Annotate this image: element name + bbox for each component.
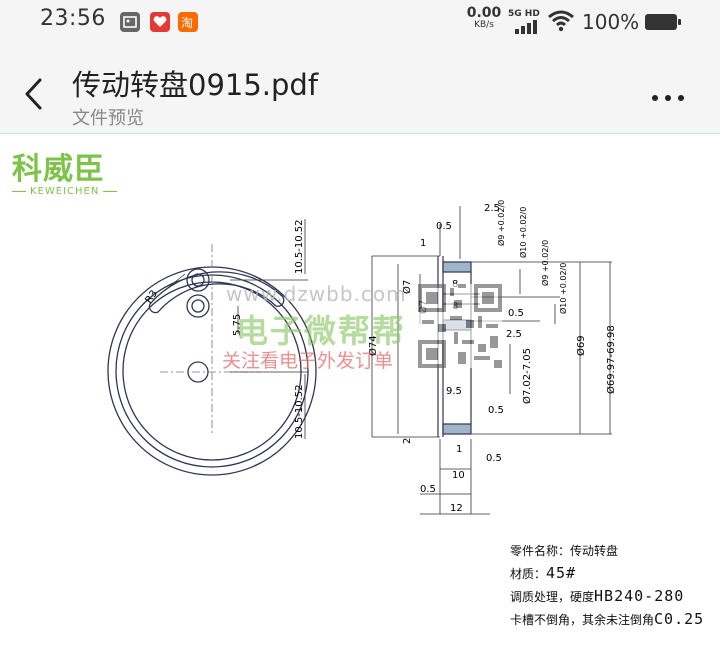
svg-text:2.5: 2.5 — [484, 203, 500, 214]
svg-text:淘: 淘 — [181, 16, 193, 30]
page-subtitle: 文件预览 — [72, 108, 144, 129]
svg-text:2.5: 2.5 — [506, 329, 522, 340]
svg-text:Ø7: Ø7 — [401, 280, 413, 294]
app-bar: 传动转盘0915.pdf 文件预览 — [0, 44, 720, 132]
svg-text:9.5: 9.5 — [446, 386, 462, 397]
back-button[interactable] — [18, 74, 50, 114]
net-speed: 0.00 KB/s — [466, 5, 502, 30]
watermark-subtitle: 关注看电子外发订单 — [222, 350, 394, 372]
svg-text:Ø9 +0.02/0: Ø9 +0.02/0 — [496, 200, 506, 246]
dim-575: 5.75 — [232, 314, 243, 336]
watermark-url: www.dzwbb.com — [226, 282, 407, 306]
logo-en: KEWEICHEN — [30, 186, 100, 197]
signal-icon — [515, 20, 537, 34]
more-vertical-dots-icon — [652, 95, 684, 101]
svg-text:Ø10 +0.02/0: Ø10 +0.02/0 — [518, 207, 528, 258]
back-chevron-icon — [25, 78, 42, 110]
svg-text:0.5: 0.5 — [420, 484, 436, 495]
page-title: 传动转盘0915.pdf — [72, 68, 319, 102]
svg-text:0.5: 0.5 — [488, 405, 504, 416]
dim-bottom-range: 10.5-10.52 — [294, 384, 305, 439]
svg-text:12: 12 — [450, 503, 463, 514]
pdf-page[interactable]: 科威臣 KEWEICHEN — [0, 133, 720, 651]
spec-material: 材质：45# — [510, 564, 577, 582]
battery-percent: 100% — [582, 10, 640, 34]
svg-text:Ø9 +0.02/0: Ø9 +0.02/0 — [540, 240, 550, 286]
battery-icon — [645, 14, 681, 30]
logo-cn: 科威臣 — [12, 152, 105, 187]
svg-text:0.5: 0.5 — [436, 221, 452, 232]
gallery-icon — [120, 12, 140, 32]
network-type: 5G HD — [508, 9, 540, 19]
svg-text:0.5: 0.5 — [486, 453, 502, 464]
taobao-icon: 淘 — [178, 12, 198, 32]
inner-circle — [115, 274, 309, 468]
more-options-button[interactable] — [650, 88, 690, 107]
wifi-icon — [548, 10, 574, 32]
svg-text:10: 10 — [452, 470, 465, 481]
svg-text:1: 1 — [456, 444, 462, 455]
technical-drawing: R3 5.75 10.5-10.52 10.5-10.52 — [107, 200, 617, 515]
qr-code-icon — [418, 284, 502, 368]
status-bar: 23:56 淘 0.00 KB/s 5G HD 100% — [0, 0, 720, 44]
svg-text:2: 2 — [402, 438, 413, 444]
company-logo: 科威臣 KEWEICHEN — [12, 144, 118, 197]
spec-part: 零件名称：传动转盘 — [510, 544, 619, 558]
hole-mid — [186, 294, 210, 318]
status-time: 23:56 — [40, 6, 106, 31]
svg-text:Ø7.02-7.05: Ø7.02-7.05 — [521, 348, 533, 404]
svg-text:Ø69: Ø69 — [575, 335, 587, 356]
svg-text:Ø10 +0.02/0: Ø10 +0.02/0 — [558, 263, 568, 314]
health-icon — [150, 12, 170, 32]
svg-text:Ø69.97-69.98: Ø69.97-69.98 — [605, 325, 617, 394]
dim-top-range: 10.5-10.52 — [294, 219, 305, 274]
spec-chamfer: 卡槽不倒角，其余未注倒角C0.25 — [510, 610, 705, 628]
svg-text:1: 1 — [420, 238, 426, 249]
svg-text:Ø74: Ø74 — [367, 335, 379, 356]
svg-text:0.5: 0.5 — [508, 308, 524, 319]
watermark-title: 电子微帮帮 — [236, 312, 407, 350]
spec-heat-treatment: 调质处理，硬度HB240-280 — [510, 587, 685, 605]
hole-top — [186, 268, 210, 292]
